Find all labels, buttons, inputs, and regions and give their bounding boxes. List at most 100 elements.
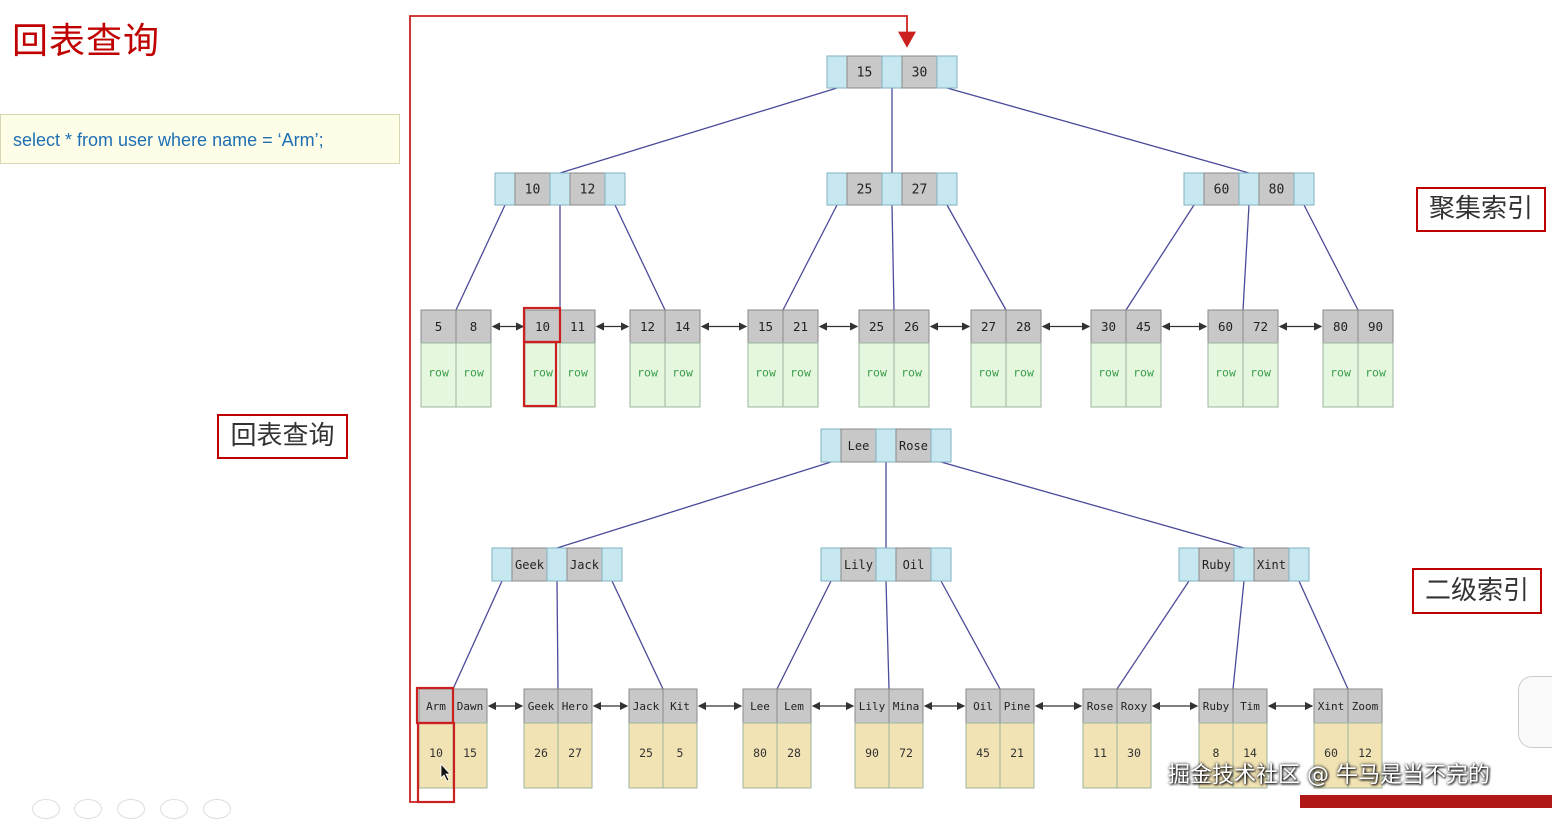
highlight-clustered-row (522, 340, 558, 408)
clustered-leaf-key-label: 5 (435, 319, 443, 334)
secondary-leaf-value-cell (1232, 722, 1268, 789)
clustered-root-pointer-cell (881, 55, 903, 89)
secondary-leaf-key-label: Dawn (457, 700, 484, 713)
secondary-leaf-value-cell (1347, 722, 1383, 789)
clustered-leaf-key-cell (893, 309, 930, 344)
tree-edge (891, 204, 895, 311)
clustered-root-key-cell (846, 55, 883, 89)
clustered-mid-key-label: 25 (857, 183, 873, 198)
secondary-leaf-key-cell (418, 688, 454, 724)
clustered-mid-key-label: 12 (580, 183, 596, 198)
secondary-root-pointer-cell (875, 428, 897, 463)
clustered-leaf-value-cell (782, 342, 819, 408)
tree-edge (1116, 580, 1190, 690)
secondary-mid-key-label: Lily (844, 558, 873, 572)
secondary-leaf-value-cell (628, 722, 664, 789)
clustered-leaf-key-label: 25 (869, 319, 884, 334)
tree-edge (885, 580, 890, 690)
clustered-leaf-value-cell (747, 342, 784, 408)
nav-dot[interactable] (74, 799, 102, 819)
nav-dot[interactable] (117, 799, 145, 819)
tree-edge (776, 580, 832, 690)
clustered-leaf-value-label: row (428, 366, 449, 380)
clustered-leaf-value-label: row (866, 366, 887, 380)
clustered-mid-pointer-cell (1293, 172, 1315, 206)
secondary-leaf-value-label: 15 (463, 746, 477, 760)
nav-dot[interactable] (32, 799, 60, 819)
secondary-leaf-value-cell (888, 722, 924, 789)
clustered-leaf-value-label: row (755, 366, 776, 380)
clustered-leaf-key-label: 27 (981, 319, 996, 334)
clustered-leaf-key-label: 8 (470, 319, 478, 334)
secondary-leaf-value-label: 26 (534, 746, 548, 760)
clustered-leaf-value-label: row (637, 366, 658, 380)
tree-edge (614, 204, 666, 311)
secondary-leaf-key-label: Tim (1240, 700, 1260, 713)
tree-edge (455, 204, 506, 311)
secondary-leaf-value-label: 14 (1243, 746, 1257, 760)
clustered-leaf-value-cell (559, 342, 596, 408)
clustered-leaf-key-label: 80 (1333, 319, 1348, 334)
clustered-leaf-key-cell (782, 309, 819, 344)
secondary-leaf-key-cell (557, 688, 593, 724)
clustered-mid-pointer-cell (494, 172, 516, 206)
clustered-root-key-label: 30 (912, 66, 928, 81)
secondary-mid-key-label: Geek (515, 558, 545, 572)
clustered-leaf-key-label: 12 (640, 319, 655, 334)
tree-edge (782, 204, 838, 311)
clustered-leaf-value-cell (1090, 342, 1127, 408)
secondary-mid-pointer-cell (546, 547, 568, 582)
side-handle[interactable] (1518, 676, 1552, 748)
secondary-leaf-value-label: 28 (787, 746, 801, 760)
clustered-leaf-value-label: row (790, 366, 811, 380)
secondary-leaf-key-label: Pine (1004, 700, 1031, 713)
secondary-leaf-key-label: Lily (859, 700, 886, 713)
clustered-leaf-value-label: row (901, 366, 922, 380)
secondary-leaf-value-cell (557, 722, 593, 789)
nav-dot[interactable] (160, 799, 188, 819)
secondary-leaf-key-label: Jack (633, 700, 660, 713)
clustered-leaf-key-cell (559, 309, 596, 344)
clustered-leaf-value-label: row (532, 366, 553, 380)
clustered-leaf-key-label: 90 (1368, 319, 1383, 334)
clustered-leaf-key-label: 45 (1136, 319, 1151, 334)
secondary-leaf-key-label: Roxy (1121, 700, 1148, 713)
clustered-leaf-value-cell (970, 342, 1007, 408)
secondary-leaf-value-cell (854, 722, 890, 789)
secondary-leaf-value-label: 80 (753, 746, 767, 760)
secondary-leaf-key-label: Lee (750, 700, 770, 713)
secondary-leaf-value-cell (776, 722, 812, 789)
secondary-leaf-value-label: 10 (429, 746, 443, 760)
secondary-leaf-value-cell (1116, 722, 1152, 789)
clustered-index-label: 聚集索引 (1416, 187, 1546, 232)
clustered-leaf-key-cell (1357, 309, 1394, 344)
clustered-mid-pointer-cell (1238, 172, 1260, 206)
clustered-mid-key-label: 60 (1214, 183, 1230, 198)
secondary-root-key-cell (895, 428, 932, 463)
secondary-leaf-value-label: 21 (1010, 746, 1024, 760)
clustered-leaf-key-cell (455, 309, 492, 344)
page-title: 回表查询 (12, 21, 161, 62)
clustered-leaf-key-label: 11 (570, 319, 585, 334)
secondary-leaf-key-label: Mina (893, 700, 920, 713)
clustered-mid-pointer-cell (826, 172, 848, 206)
secondary-leaf-value-label: 11 (1093, 746, 1107, 760)
clustered-mid-pointer-cell (936, 172, 958, 206)
secondary-mid-key-cell (1253, 547, 1290, 582)
tree-edge (940, 461, 1245, 549)
nav-dot[interactable] (203, 799, 231, 819)
secondary-leaf-value-cell (523, 722, 559, 789)
clustered-leaf-value-cell (455, 342, 492, 408)
